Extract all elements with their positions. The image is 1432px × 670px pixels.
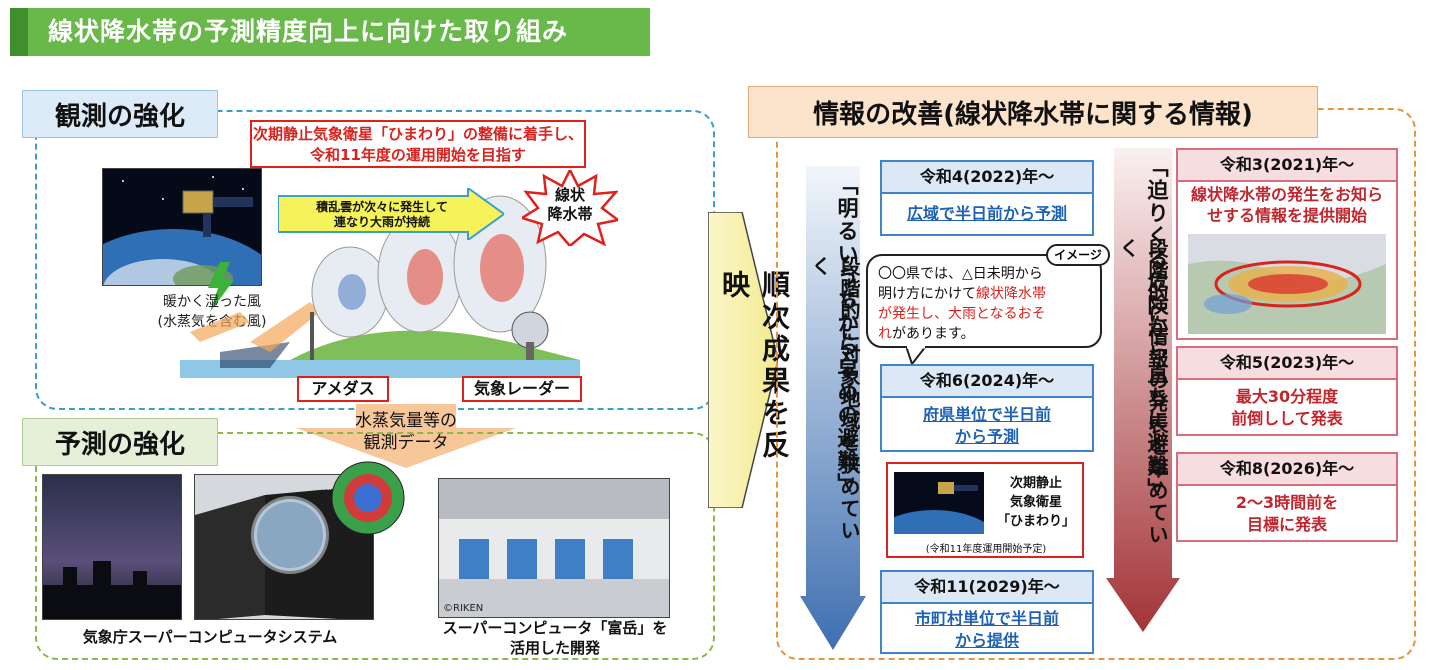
globe-model-icon — [331, 461, 405, 535]
lightning-icon — [208, 262, 234, 312]
box-2029-year: 令和11(2029)年〜 — [882, 572, 1092, 604]
data-arrow-line2: 観測データ — [363, 433, 449, 453]
cityscape-icon — [43, 561, 181, 619]
himawari-text: 次期静止 気象衛星 「ひまわり」 — [988, 474, 1084, 531]
box-2022-text: 広域で半日前から予測 — [906, 204, 1067, 223]
cloud-arrow-line2: 連なり大雨が持続 — [333, 215, 430, 229]
data-arrow-line1: 水蒸気量等の — [355, 411, 457, 431]
himawari-satellite-icon — [894, 472, 984, 534]
amedas-label: アメダス — [297, 376, 389, 402]
bubble-line2-red: 線状降水帯 — [976, 286, 1046, 302]
box-2026-line1: 2〜3時間前を — [1235, 493, 1339, 512]
box-2024: 令和6(2024)年〜 府県単位で半日前 から予測 — [880, 364, 1094, 452]
info-header: 情報の改善(線状降水帯に関する情報) — [748, 86, 1318, 138]
satellite-note-line1: 次期静止気象衛星「ひまわり」の整備に着手し、 — [252, 125, 583, 143]
rainband-line2: 降水帯 — [547, 205, 593, 223]
box-2023-line2: 前倒しして発表 — [1231, 409, 1343, 428]
rainband-label: 線状 降水帯 — [522, 186, 618, 224]
jma-supercomputer-label: 気象庁スーパーコンピュータシステム — [70, 626, 350, 647]
jma-supercomputer-photo-1 — [42, 474, 182, 620]
box-2022-year: 令和4(2022)年〜 — [882, 162, 1092, 194]
bubble-line3-red: が発生し、大雨となるおそ — [878, 306, 1046, 322]
weather-scene-illustration — [180, 195, 580, 378]
data-arrow — [296, 404, 516, 468]
box-2029-line2: から提供 — [954, 631, 1019, 650]
amedas-label-text: アメダス — [311, 379, 375, 398]
himawari-box: 次期静止 気象衛星 「ひまわり」 (令和11年度運用開始予定) — [886, 462, 1084, 558]
wind-label-line1: 暖かく湿った風 — [163, 294, 261, 310]
observation-header: 観測の強化 — [22, 90, 218, 138]
box-2024-year: 令和6(2024)年〜 — [882, 366, 1092, 398]
blue-arrow — [800, 166, 866, 650]
bubble-line1: 〇〇県では、△日未明から — [878, 266, 1043, 282]
rainband-burst-icon — [522, 170, 618, 246]
blue-arrow-main: 「明るいうちから早めの避難」 — [835, 174, 859, 496]
box-2021-line2: せする情報を提供開始 — [1206, 206, 1367, 225]
page-title: 線状降水帯の予測精度向上に向けた取り組み — [48, 17, 569, 46]
red-arrow — [1106, 148, 1180, 632]
satellite-note-line2: 令和11年度の運用開始を目指す — [310, 146, 526, 164]
title-banner: 線状降水帯の予測精度向上に向けた取り組み — [10, 8, 650, 56]
himawari-line3: 「ひまわり」 — [996, 514, 1075, 529]
himawari-line1: 次期静止 — [1009, 476, 1062, 491]
rainband-line1: 線状 — [554, 186, 585, 204]
satellite-note: 次期静止気象衛星「ひまわり」の整備に着手し、 令和11年度の運用開始を目指す — [250, 120, 586, 168]
jma-supercomputer-photo-2: NAPS — [194, 474, 374, 620]
bubble-badge: イメージ — [1046, 244, 1110, 266]
rainband-map-icon — [1188, 234, 1386, 334]
himawari-note: (令和11年度運用開始予定) — [925, 544, 1047, 555]
bubble-line4-black: があります。 — [892, 326, 975, 342]
fugaku-photo: ©RIKEN — [438, 478, 670, 618]
box-2026-year: 令和8(2026)年〜 — [1178, 454, 1396, 486]
box-2026: 令和8(2026)年〜 2〜3時間前を 目標に発表 — [1176, 452, 1398, 542]
box-2029: 令和11(2029)年〜 市町村単位で半日前 から提供 — [880, 570, 1094, 654]
center-arrow-label: 順次成果を反映 — [714, 270, 794, 490]
radar-label: 気象レーダー — [462, 376, 582, 402]
prediction-header: 予測の強化 — [22, 418, 218, 466]
blue-arrow-sub: 段階的に対象地域を狭めていく — [808, 256, 861, 542]
fugaku-label-line2: 活用した開発 — [509, 639, 600, 657]
box-2026-line2: 目標に発表 — [1246, 515, 1327, 534]
data-arrow-label: 水蒸気量等の 観測データ — [346, 410, 466, 454]
box-2024-line1: 府県単位で半日前 — [922, 405, 1051, 424]
prediction-header-text: 予測の強化 — [54, 429, 185, 460]
himawari-line2: 気象衛星 — [1009, 495, 1062, 510]
box-2021-year: 令和3(2021)年〜 — [1178, 150, 1396, 182]
riken-credit: ©RIKEN — [443, 603, 484, 614]
box-2023: 令和5(2023)年〜 最大30分程度 前倒しして発表 — [1176, 346, 1398, 436]
box-2029-line1: 市町村単位で半日前 — [914, 609, 1059, 628]
box-2023-year: 令和5(2023)年〜 — [1178, 348, 1396, 380]
bubble-line4: れがあります。 — [878, 324, 1090, 344]
prediction-panel — [35, 432, 715, 660]
info-header-text: 情報の改善(線状降水帯に関する情報) — [813, 99, 1253, 130]
fugaku-racks-icon — [439, 479, 669, 617]
box-2021: 令和3(2021)年〜 線状降水帯の発生をお知ら せする情報を提供開始 — [1176, 148, 1398, 340]
bubble-line4-red: れ — [878, 326, 892, 342]
cloud-arrow-label: 積乱雲が次々に発生して 連なり大雨が持続 — [292, 200, 472, 230]
jma-supercomputer-label-text: 気象庁スーパーコンピュータシステム — [82, 628, 338, 646]
box-2021-line1: 線状降水帯の発生をお知ら — [1190, 185, 1383, 204]
box-2023-line1: 最大30分程度 — [1235, 387, 1339, 406]
box-2024-line2: から予測 — [954, 427, 1019, 446]
bubble-badge-text: イメージ — [1054, 248, 1102, 262]
red-arrow-sub: 段階的に情報の発表を早めていく — [1116, 238, 1169, 546]
bubble-tail — [906, 346, 928, 366]
radar-label-text: 気象レーダー — [473, 379, 570, 398]
cloud-arrow — [278, 188, 504, 240]
red-arrow-main: 「迫りくる危険から直ちに避難」 — [1145, 156, 1169, 501]
observation-header-text: 観測の強化 — [54, 101, 185, 132]
cloud-arrow-line1: 積乱雲が次々に発生して — [316, 200, 448, 214]
title-stripe — [10, 8, 28, 56]
bubble-line2: 明け方にかけて線状降水帯 — [878, 284, 1090, 304]
fugaku-label: スーパーコンピュータ「富岳」を 活用した開発 — [424, 618, 686, 658]
box-2022: 令和4(2022)年〜 広域で半日前から予測 — [880, 160, 1094, 236]
center-arrow — [708, 212, 778, 508]
forecast-bubble: 〇〇県では、△日未明から 明け方にかけて線状降水帯 が発生し、大雨となるおそ れ… — [866, 254, 1102, 348]
fugaku-label-line1: スーパーコンピュータ「富岳」を — [442, 619, 668, 637]
center-arrow-text: 順次成果を反映 — [718, 270, 791, 462]
bubble-line2-black: 明け方にかけて — [878, 286, 976, 302]
